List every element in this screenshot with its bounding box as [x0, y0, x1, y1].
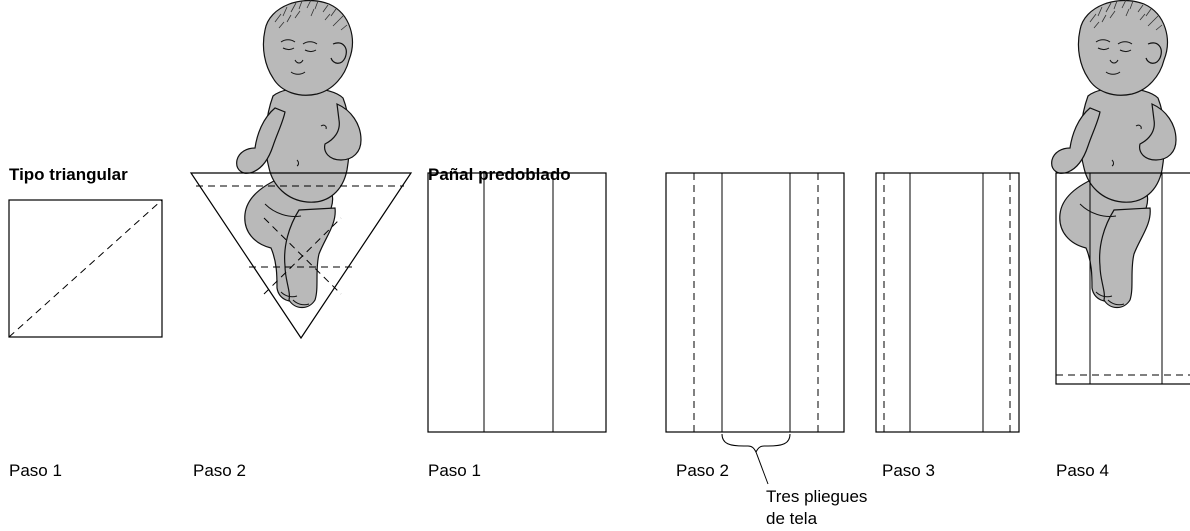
prefolded-step1-figure — [427, 172, 607, 433]
annotation-three-folds-line1: Tres pliegues — [766, 487, 867, 506]
prefolded-step2-figure — [665, 172, 845, 433]
triangular-step1-figure — [8, 199, 163, 338]
caption-prefolded-step3: Paso 3 — [882, 461, 935, 480]
annotation-three-folds-line2: de tela — [766, 509, 818, 528]
caption-triangular-step2: Paso 2 — [193, 461, 246, 480]
heading-panal-predoblado: Pañal predoblado — [428, 165, 571, 184]
caption-prefolded-step2: Paso 2 — [676, 461, 729, 480]
prefolded-step3-figure — [875, 172, 1020, 433]
caption-triangular-step1: Paso 1 — [9, 461, 62, 480]
heading-tipo-triangular: Tipo triangular — [9, 165, 128, 184]
prefolded-step4-figure — [1051, 0, 1190, 385]
three-folds-brace — [721, 433, 791, 485]
triangular-step2-figure — [189, 0, 413, 340]
caption-prefolded-step4: Paso 4 — [1056, 461, 1109, 480]
caption-prefolded-step1: Paso 1 — [428, 461, 481, 480]
